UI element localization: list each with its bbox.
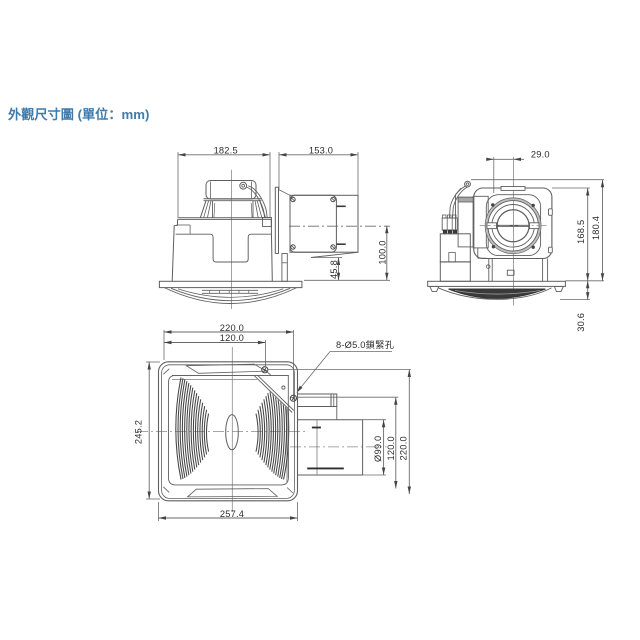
- svg-text:257.4: 257.4: [220, 509, 244, 519]
- svg-text:100.0: 100.0: [378, 240, 388, 264]
- svg-text:29.0: 29.0: [531, 149, 550, 159]
- svg-text:168.5: 168.5: [576, 220, 586, 244]
- svg-text:30.6: 30.6: [576, 313, 586, 332]
- svg-text:Ø99.0: Ø99.0: [373, 436, 383, 462]
- svg-text:120.0: 120.0: [220, 333, 244, 343]
- svg-text:120.0: 120.0: [386, 436, 396, 460]
- svg-text:8-Ø5.0鎖緊孔: 8-Ø5.0鎖緊孔: [336, 339, 394, 350]
- svg-text:220.0: 220.0: [399, 436, 409, 460]
- svg-text:182.5: 182.5: [214, 146, 238, 156]
- svg-text:245.2: 245.2: [134, 420, 144, 444]
- svg-text:180.4: 180.4: [591, 216, 601, 240]
- svg-text:45.8: 45.8: [329, 260, 339, 279]
- svg-text:220.0: 220.0: [220, 323, 244, 333]
- svg-text:153.0: 153.0: [309, 146, 333, 156]
